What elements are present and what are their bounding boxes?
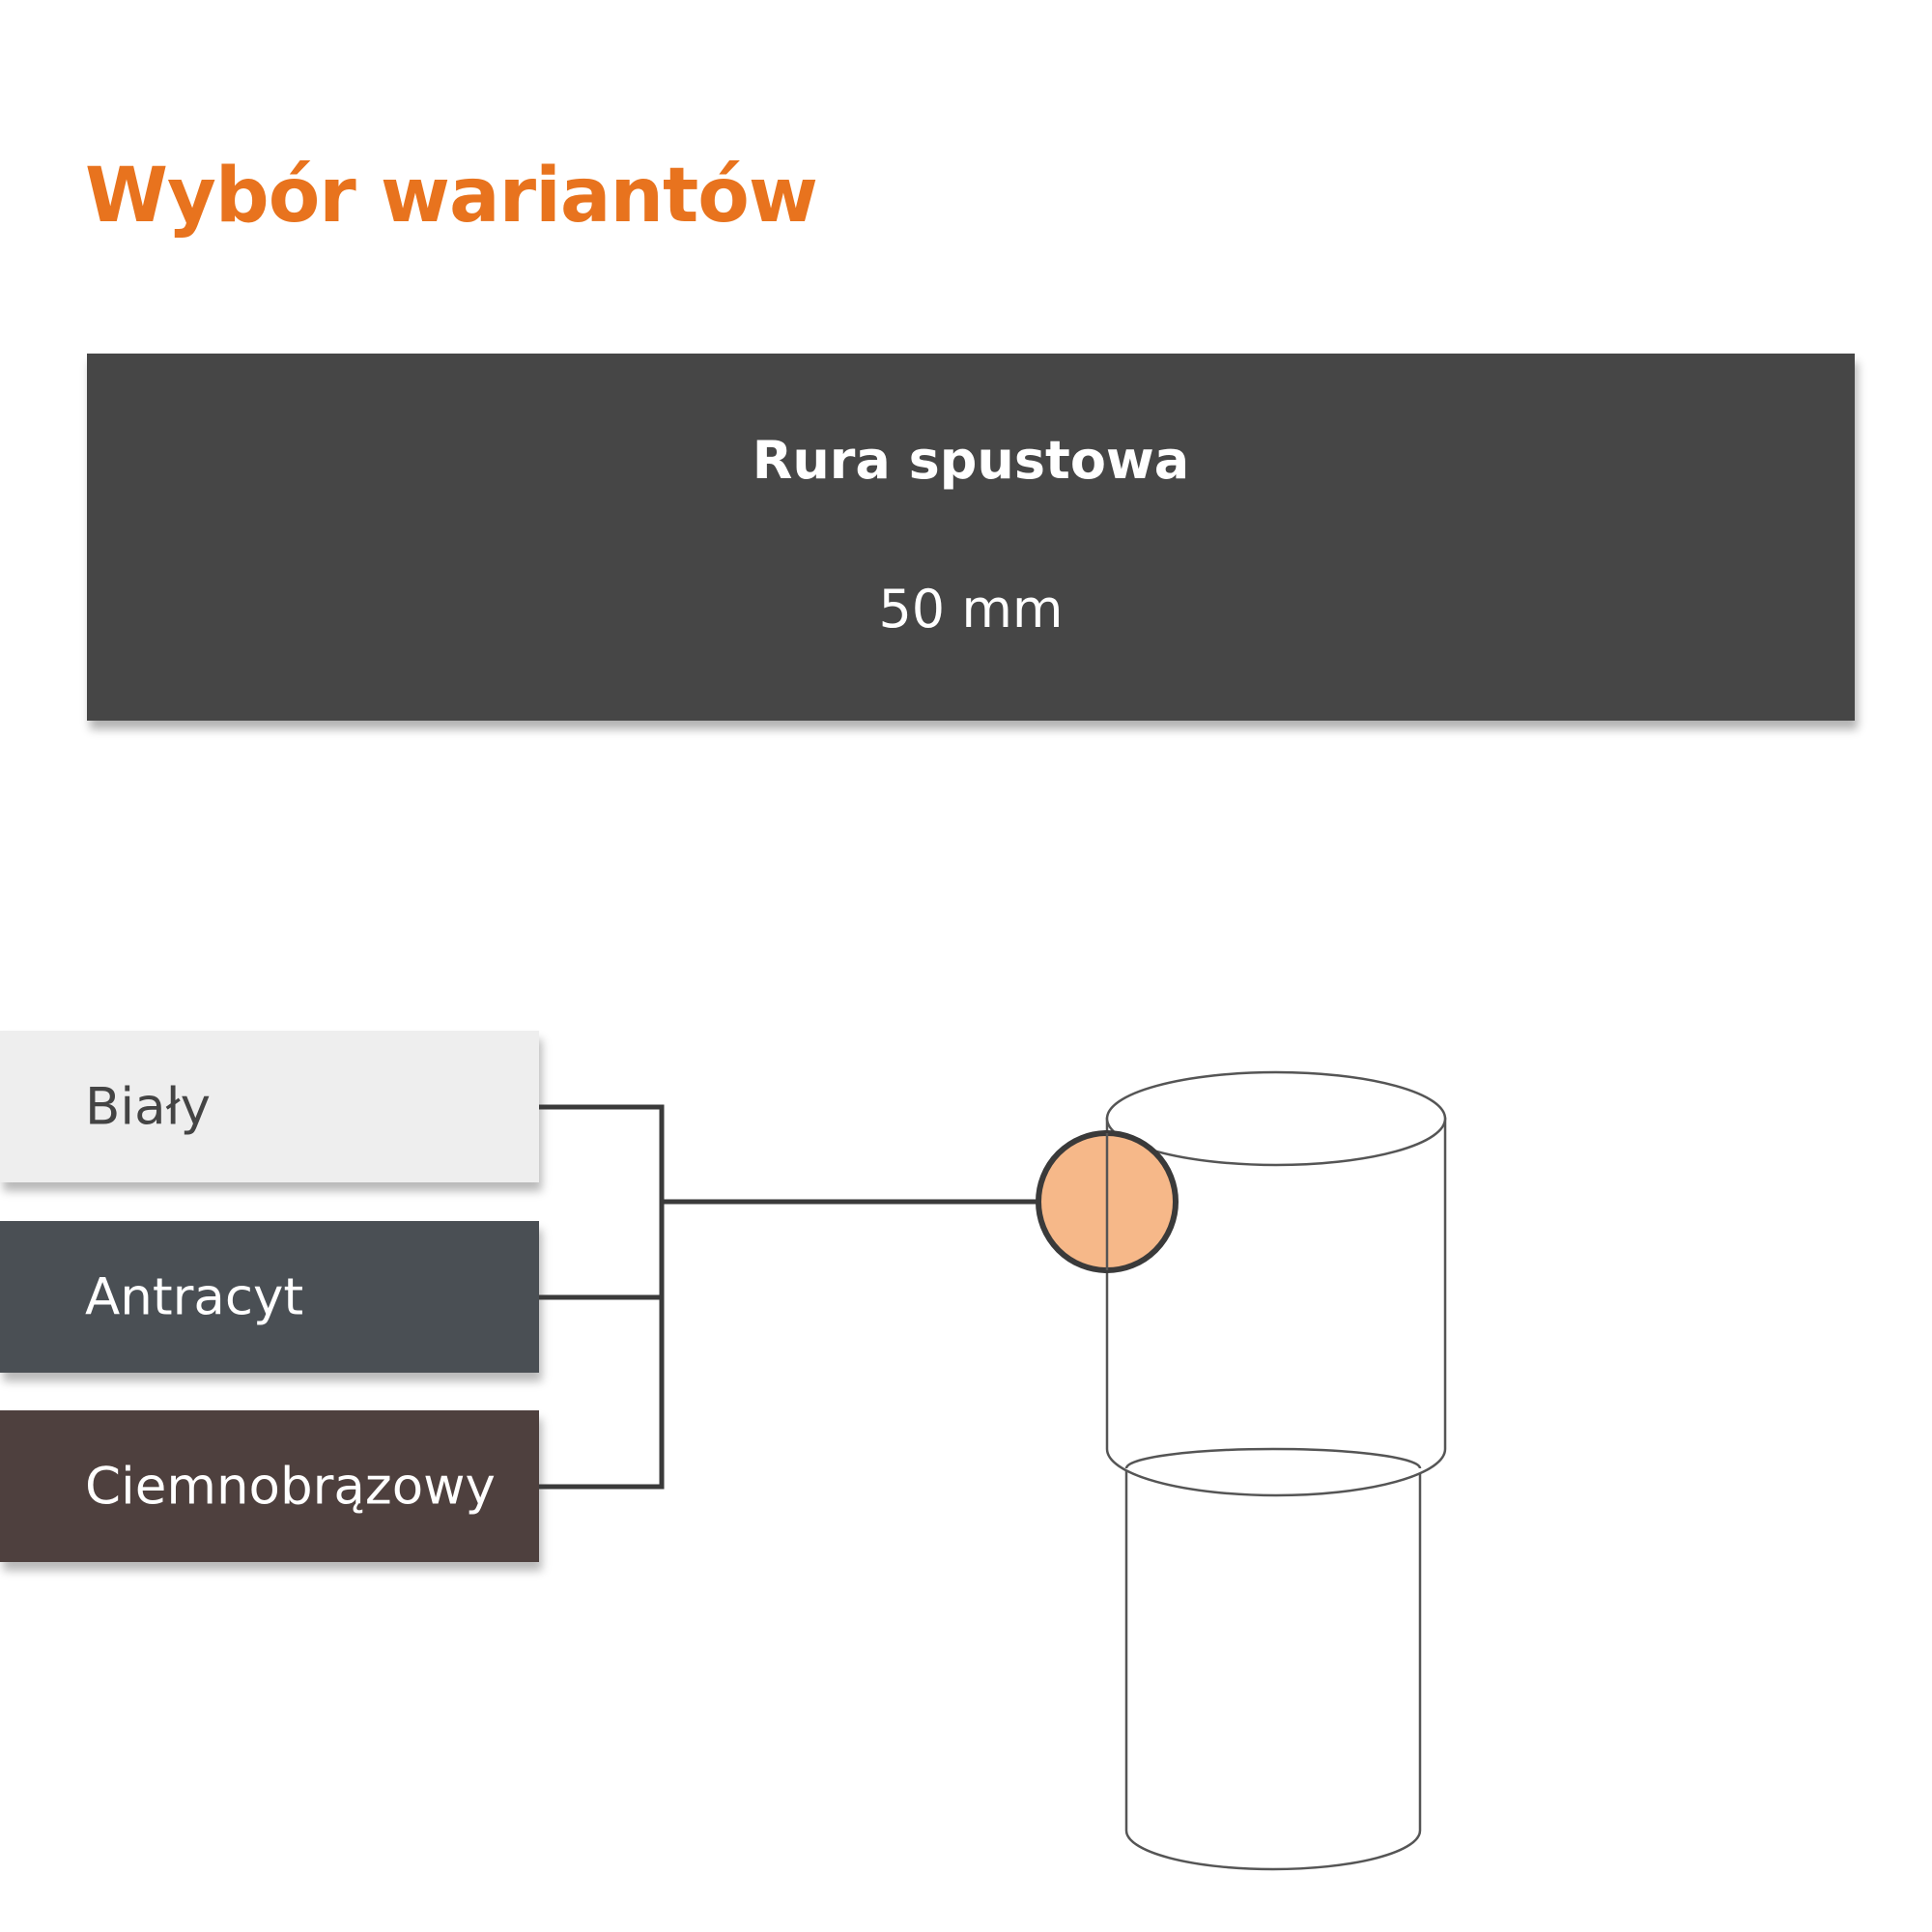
variant-option-ciemnobrazowy[interactable]: Ciemnobrązowy xyxy=(0,1410,539,1562)
connector-lines xyxy=(539,1104,1039,1490)
variant-label: Antracyt xyxy=(85,1267,304,1326)
product-banner: Rura spustowa 50 mm xyxy=(87,354,1855,721)
page-title: Wybór wariantów xyxy=(85,153,818,240)
variant-label: Ciemnobrązowy xyxy=(85,1457,496,1516)
variant-label: Biały xyxy=(85,1077,211,1136)
product-name: Rura spustowa xyxy=(752,430,1190,491)
selection-circle-icon xyxy=(1036,1130,1179,1273)
product-size: 50 mm xyxy=(878,579,1064,639)
variant-option-antracyt[interactable]: Antracyt xyxy=(0,1221,539,1373)
variant-option-bialy[interactable]: Biały xyxy=(0,1031,539,1182)
downpipe-outline-icon xyxy=(1105,1070,1447,1871)
